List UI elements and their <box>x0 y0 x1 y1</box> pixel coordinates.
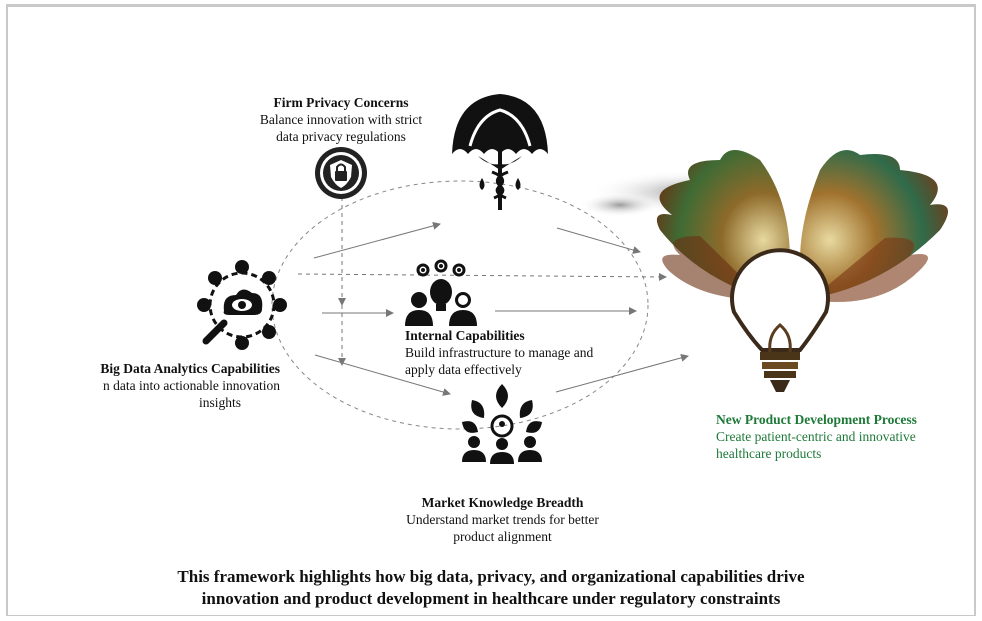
shield-lock-icon <box>315 147 367 199</box>
internal-label: Internal Capabilities Build infrastructu… <box>405 327 645 378</box>
team-lightbulb-gears-icon <box>405 259 477 326</box>
winged-lightbulb-icon <box>580 150 948 392</box>
market-title: Market Knowledge Breadth <box>421 495 584 510</box>
caption-line1: This framework highlights how big data, … <box>177 567 805 586</box>
internal-desc-line2: apply data effectively <box>405 362 522 377</box>
framework-ellipse <box>271 180 649 430</box>
arrow-bigdata-to-umbrella <box>313 221 441 259</box>
arrow-market-to-npd <box>555 353 689 393</box>
market-label: Market Knowledge Breadth Understand mark… <box>385 494 620 545</box>
arrow-umbrella-to-npd <box>556 227 641 254</box>
big-data-label: Big Data Analytics Capabilities n data i… <box>85 360 280 411</box>
people-leaves-network-icon <box>462 384 542 464</box>
npd-desc-line2: healthcare products <box>716 446 822 461</box>
internal-desc-line1: Build infrastructure to manage and <box>405 345 594 360</box>
privacy-label: Firm Privacy Concerns Balance innovation… <box>236 94 446 145</box>
npd-label: New Product Development Process Create p… <box>716 411 966 462</box>
npd-desc-line1: Create patient-centric and innovative <box>716 429 916 444</box>
arrow-bigdata-to-market <box>314 354 451 396</box>
market-desc-line2: product alignment <box>453 529 552 544</box>
internal-title: Internal Capabilities <box>405 328 525 343</box>
privacy-title: Firm Privacy Concerns <box>273 95 409 110</box>
privacy-desc-line2: data privacy regulations <box>276 129 406 144</box>
big-data-title: Big Data Analytics Capabilities <box>100 361 280 376</box>
market-desc-line1: Understand market trends for better <box>406 512 599 527</box>
data-eye-network-icon <box>197 260 287 350</box>
big-data-desc-line2: insights <box>198 395 241 410</box>
figure-caption: This framework highlights how big data, … <box>0 566 982 610</box>
caption-line2: innovation and product development in he… <box>201 589 781 608</box>
medical-umbrella-icon <box>452 94 548 210</box>
dashed-bigdata-to-npd <box>297 272 667 281</box>
npd-title: New Product Development Process <box>716 412 917 427</box>
figure-frame <box>6 4 976 616</box>
privacy-desc-line1: Balance innovation with strict <box>259 112 423 127</box>
big-data-desc-line1: n data into actionable innovation <box>103 378 280 393</box>
